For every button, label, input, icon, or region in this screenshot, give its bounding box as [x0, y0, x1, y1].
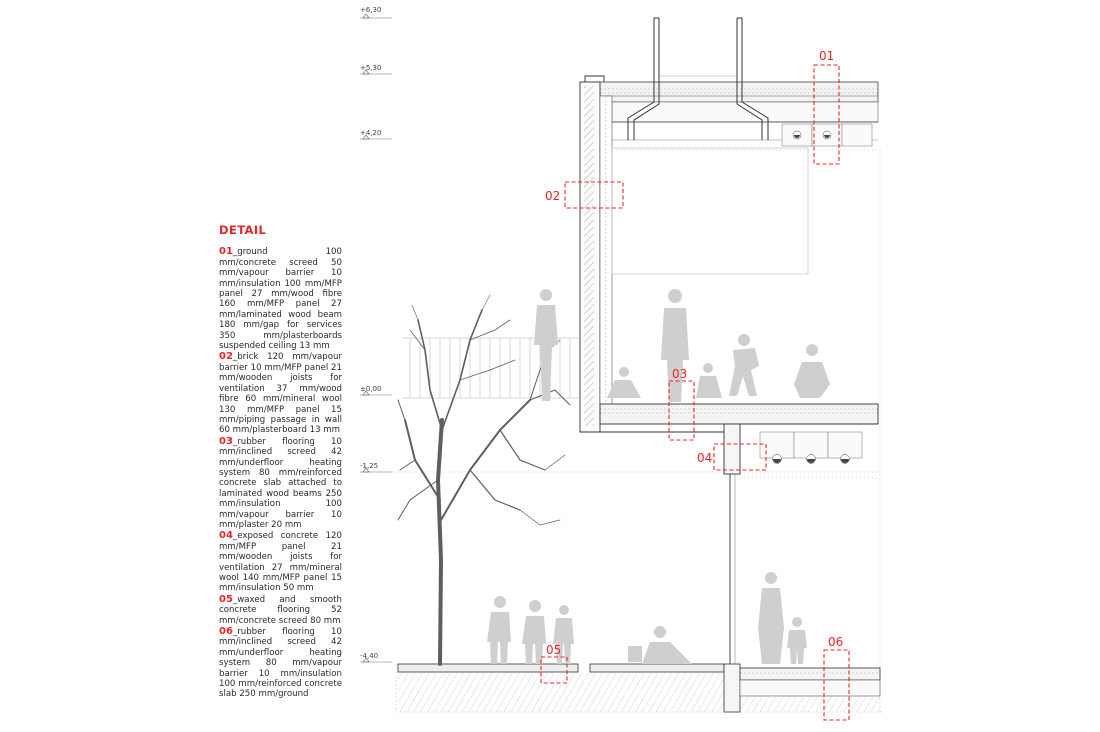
- person-silhouette: [758, 572, 784, 664]
- datum-lines: [392, 150, 884, 713]
- legend-item-number: 01: [219, 246, 233, 258]
- person-silhouette: [696, 363, 722, 398]
- building-section: [397, 17, 881, 713]
- person-silhouette: [661, 289, 689, 402]
- ceiling-lights: [781, 123, 873, 147]
- level-marker: ±0,00: [360, 385, 392, 396]
- legend-item-04: 04_exposed concrete 120 mm/MFP panel 21 …: [219, 530, 342, 594]
- legend-item-text: _rubber flooring 10 mm/inclined screed 4…: [219, 436, 342, 530]
- legend-item-number: 03: [219, 435, 233, 447]
- detail-callout-06: 06: [823, 635, 850, 721]
- person-silhouette: [487, 596, 511, 664]
- level-label: -1,25: [360, 462, 378, 470]
- tree-illustration: [397, 294, 571, 666]
- person-silhouette: [729, 334, 759, 396]
- level-marker: -1,25: [360, 462, 392, 473]
- legend-item-02: 02_brick 120 mm/vapour barrier 10 mm/MFP…: [219, 351, 342, 436]
- person-silhouette: [522, 600, 546, 664]
- person-silhouette: [787, 617, 807, 664]
- detail-callouts: 01 02 03 04 05 06: [540, 49, 850, 721]
- exterior-fence: [402, 337, 580, 399]
- basement-floor: [397, 663, 881, 713]
- person-silhouette: [534, 289, 558, 401]
- lower-ceiling-lights: [740, 431, 878, 479]
- level-marker: +5,30: [360, 64, 392, 75]
- exterior-wall: [579, 75, 613, 433]
- lower-wall: [723, 423, 741, 664]
- detail-callout-02: 02: [545, 181, 624, 209]
- detail-callout-01: 01: [813, 49, 840, 165]
- level-marker: -4,40: [360, 652, 392, 663]
- legend-item-text: _waxed and smooth concrete flooring 52 m…: [219, 594, 342, 626]
- level-marker: +4,20: [360, 129, 392, 140]
- level-label: -4,40: [360, 652, 378, 660]
- roof-skylight: [627, 17, 769, 140]
- person-silhouette: [794, 344, 830, 398]
- level-label: +5,30: [360, 64, 381, 72]
- person-silhouette: [628, 626, 692, 664]
- detail-label: 03: [672, 367, 687, 381]
- legend-item-06: 06_rubber flooring 10 mm/inclined screed…: [219, 626, 342, 700]
- detail-label: 06: [828, 635, 843, 649]
- detail-callout-05: 05: [540, 643, 568, 684]
- legend-item-text: _brick 120 mm/vapour barrier 10 mm/MFP p…: [219, 352, 342, 436]
- detail-callout-04: 04: [697, 443, 767, 471]
- detail-callout-03: 03: [668, 367, 695, 441]
- person-silhouette: [553, 605, 574, 664]
- legend-item-05: 05_waxed and smooth concrete flooring 52…: [219, 593, 342, 626]
- level-marker: +6,30: [360, 6, 392, 19]
- legend-item-number: 05: [219, 593, 233, 605]
- person-silhouette: [607, 367, 641, 398]
- detail-label: 05: [546, 643, 561, 657]
- legend-item-text: _ground 100 mm/concrete screed 50 mm/vap…: [219, 247, 342, 352]
- legend-item-number: 04: [219, 530, 233, 542]
- legend-item-text: _exposed concrete 120 mm/MFP panel 21 mm…: [219, 531, 342, 594]
- level-label: +4,20: [360, 129, 381, 137]
- people-silhouettes: [487, 289, 830, 664]
- legend-item-text: _rubber flooring 10 mm/inclined screed 4…: [219, 627, 342, 700]
- detail-label: 01: [819, 49, 834, 63]
- level-markers: +6,30 +5,30 +4,20 ±0,00 -1,25 -4,40: [360, 6, 392, 663]
- detail-legend: DETAIL 01_ground 100 mm/concrete screed …: [219, 223, 342, 701]
- legend-item-01: 01_ground 100 mm/concrete screed 50 mm/v…: [219, 247, 342, 351]
- detail-label: 04: [697, 451, 712, 465]
- legend-item-03: 03_rubber flooring 10 mm/inclined screed…: [219, 435, 342, 531]
- legend-item-number: 06: [219, 626, 233, 638]
- legend-title: DETAIL: [219, 223, 267, 237]
- level-label: +6,30: [360, 6, 381, 14]
- detail-label: 02: [545, 189, 560, 203]
- level-label: ±0,00: [360, 385, 381, 393]
- legend-item-number: 02: [219, 351, 233, 363]
